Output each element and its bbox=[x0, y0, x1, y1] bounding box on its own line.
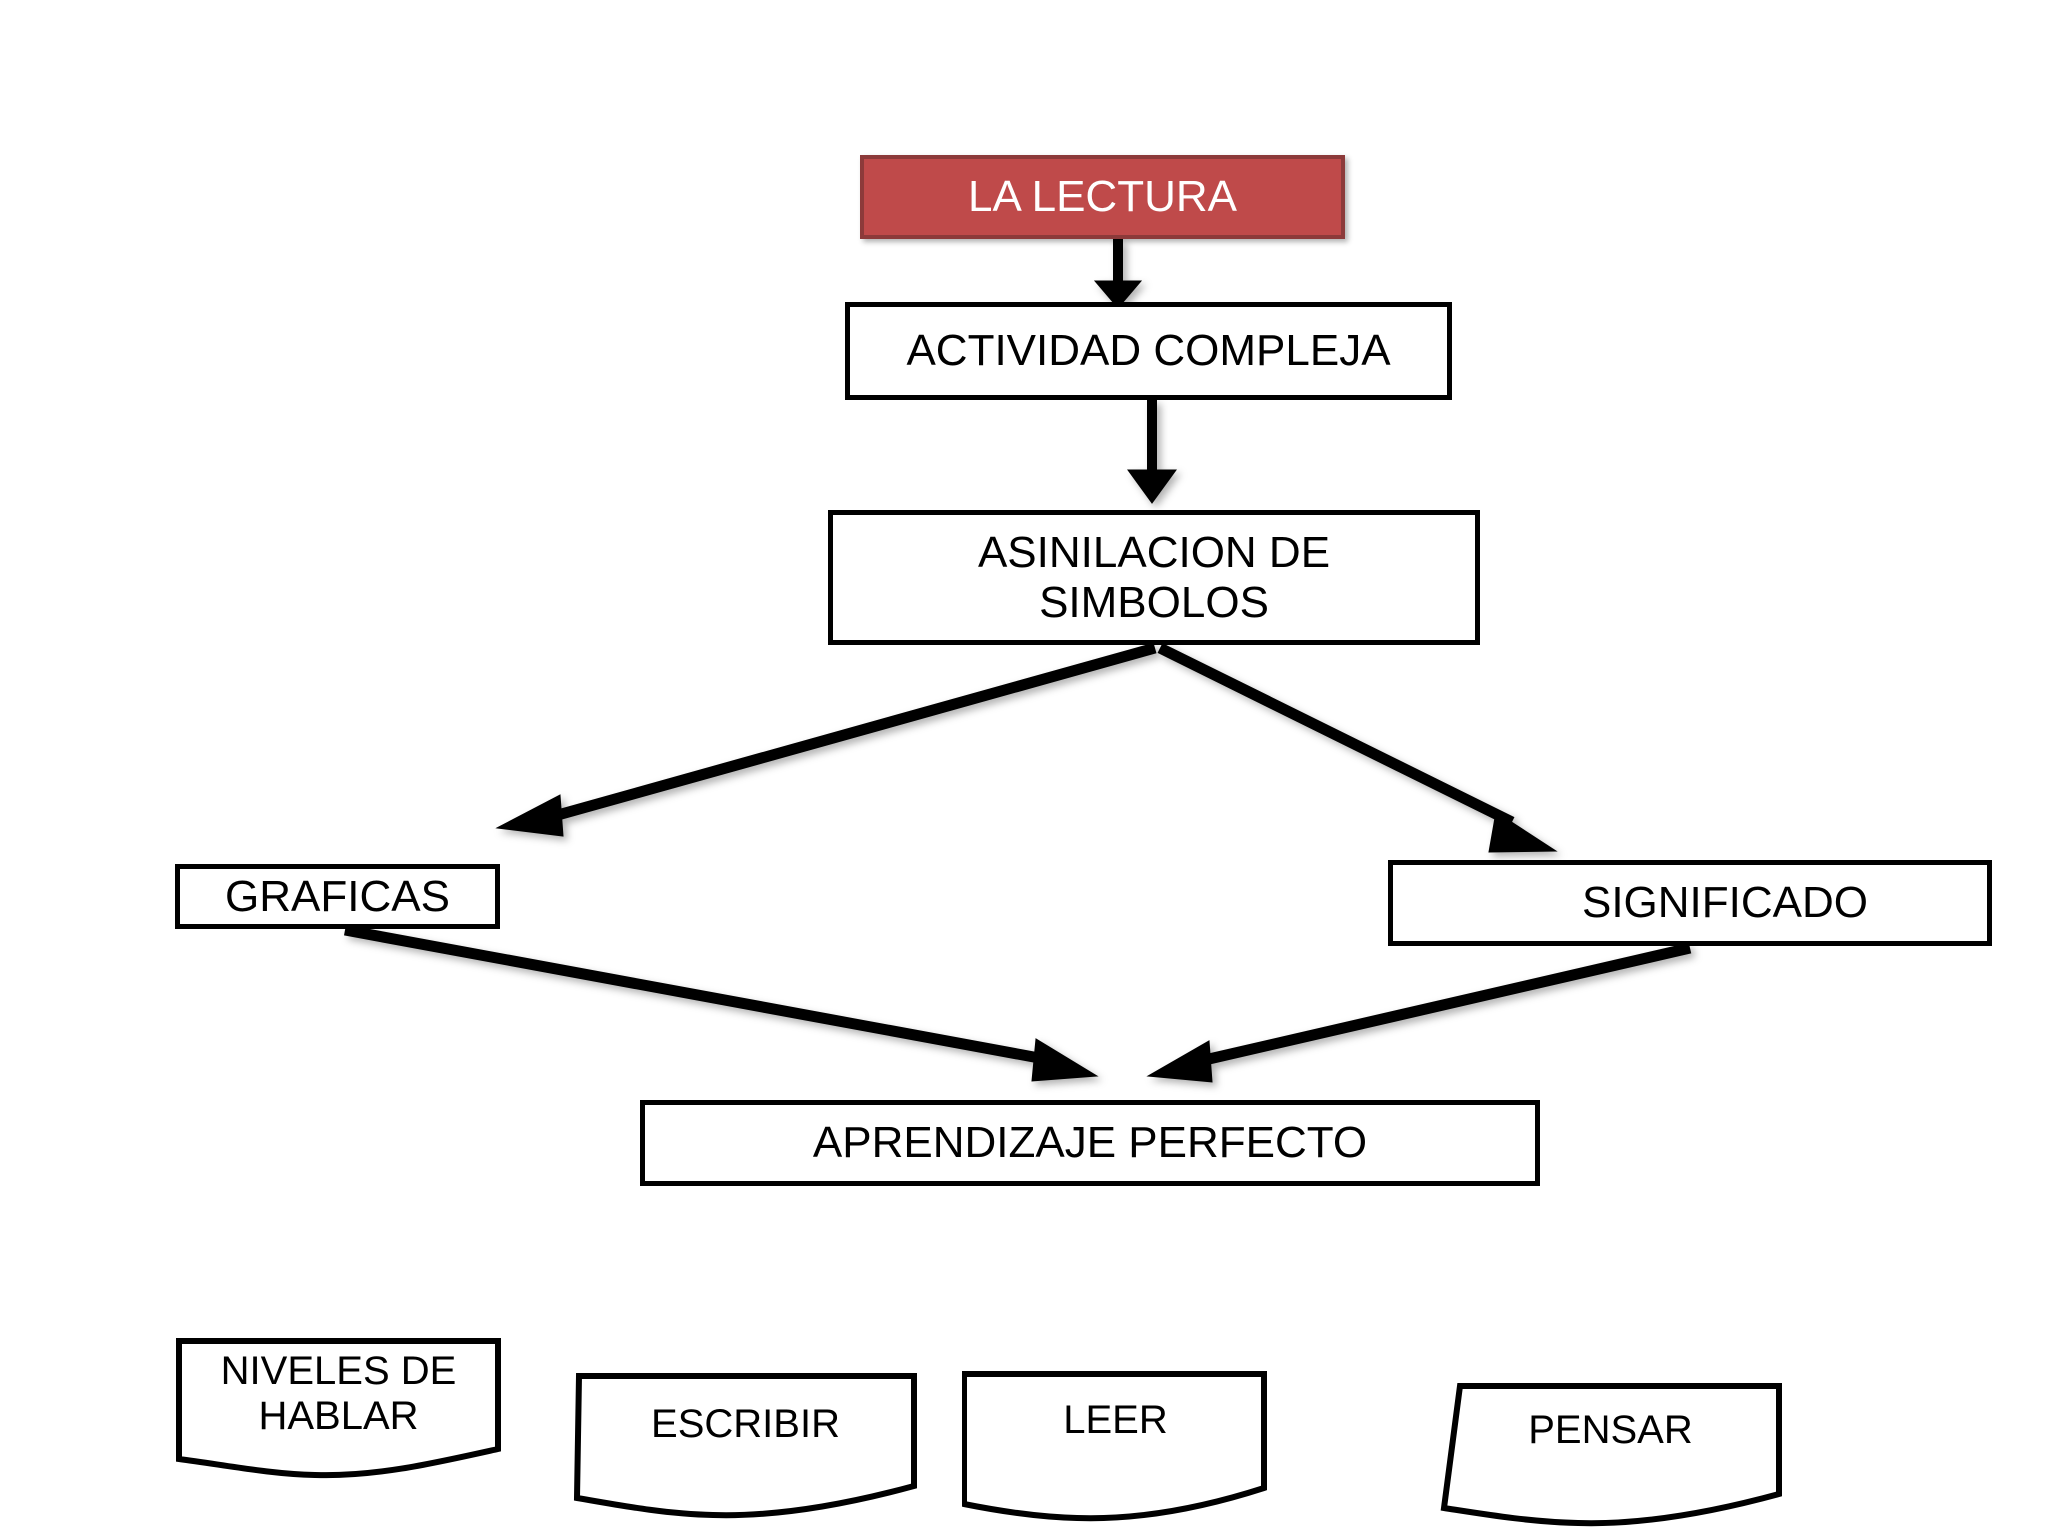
node-aprendizaje-perfecto-label: APRENDIZAJE PERFECTO bbox=[812, 1118, 1368, 1168]
wavy-bottom-shape bbox=[175, 1337, 502, 1487]
node-leer[interactable]: LEER bbox=[962, 1370, 1269, 1525]
node-graficas[interactable]: GRAFICAS bbox=[175, 864, 500, 929]
node-actividad-compleja[interactable]: ACTIVIDAD COMPLEJA bbox=[845, 302, 1452, 400]
node-escribir-label: ESCRIBIR bbox=[651, 1402, 840, 1446]
connector-graficas-to-aprendizaje bbox=[344, 924, 1099, 1082]
connector-la-lectura-to-actividad-compleja bbox=[1093, 239, 1143, 309]
node-aprendizaje-perfecto[interactable]: APRENDIZAJE PERFECTO bbox=[640, 1100, 1540, 1186]
node-la-lectura-label: LA LECTURA bbox=[968, 172, 1237, 222]
wavy-bottom-shape bbox=[573, 1372, 918, 1524]
connector-significado-to-aprendizaje bbox=[1146, 942, 1692, 1083]
connector-actividad-compleja-to-asinilacion bbox=[1127, 400, 1177, 504]
connector-asinilacion-to-graficas bbox=[495, 642, 1157, 837]
node-significado[interactable]: SIGNIFICADO bbox=[1388, 860, 1992, 946]
wavy-bottom-shape bbox=[962, 1370, 1269, 1525]
node-significado-label: SIGNIFICADO bbox=[1581, 878, 1869, 928]
node-actividad-compleja-label: ACTIVIDAD COMPLEJA bbox=[906, 326, 1391, 376]
node-asinilacion-de-simbolos[interactable]: ASINILACION DE SIMBOLOS bbox=[828, 510, 1480, 645]
node-leer-label: LEER bbox=[1063, 1398, 1168, 1442]
node-asinilacion-de-simbolos-label: ASINILACION DE SIMBOLOS bbox=[977, 528, 1331, 627]
node-niveles-de-hablar[interactable]: NIVELES DE HABLAR bbox=[175, 1337, 502, 1487]
node-pensar-label: PENSAR bbox=[1528, 1408, 1693, 1452]
node-niveles-de-hablar-label: NIVELES DE HABLAR bbox=[220, 1349, 457, 1438]
node-la-lectura[interactable]: LA LECTURA bbox=[860, 155, 1345, 239]
node-graficas-label: GRAFICAS bbox=[225, 871, 450, 921]
wavy-bottom-shape bbox=[1438, 1382, 1783, 1532]
node-escribir[interactable]: ESCRIBIR bbox=[573, 1372, 918, 1524]
connector-asinilacion-to-significado bbox=[1157, 643, 1558, 853]
node-pensar[interactable]: PENSAR bbox=[1438, 1382, 1783, 1532]
